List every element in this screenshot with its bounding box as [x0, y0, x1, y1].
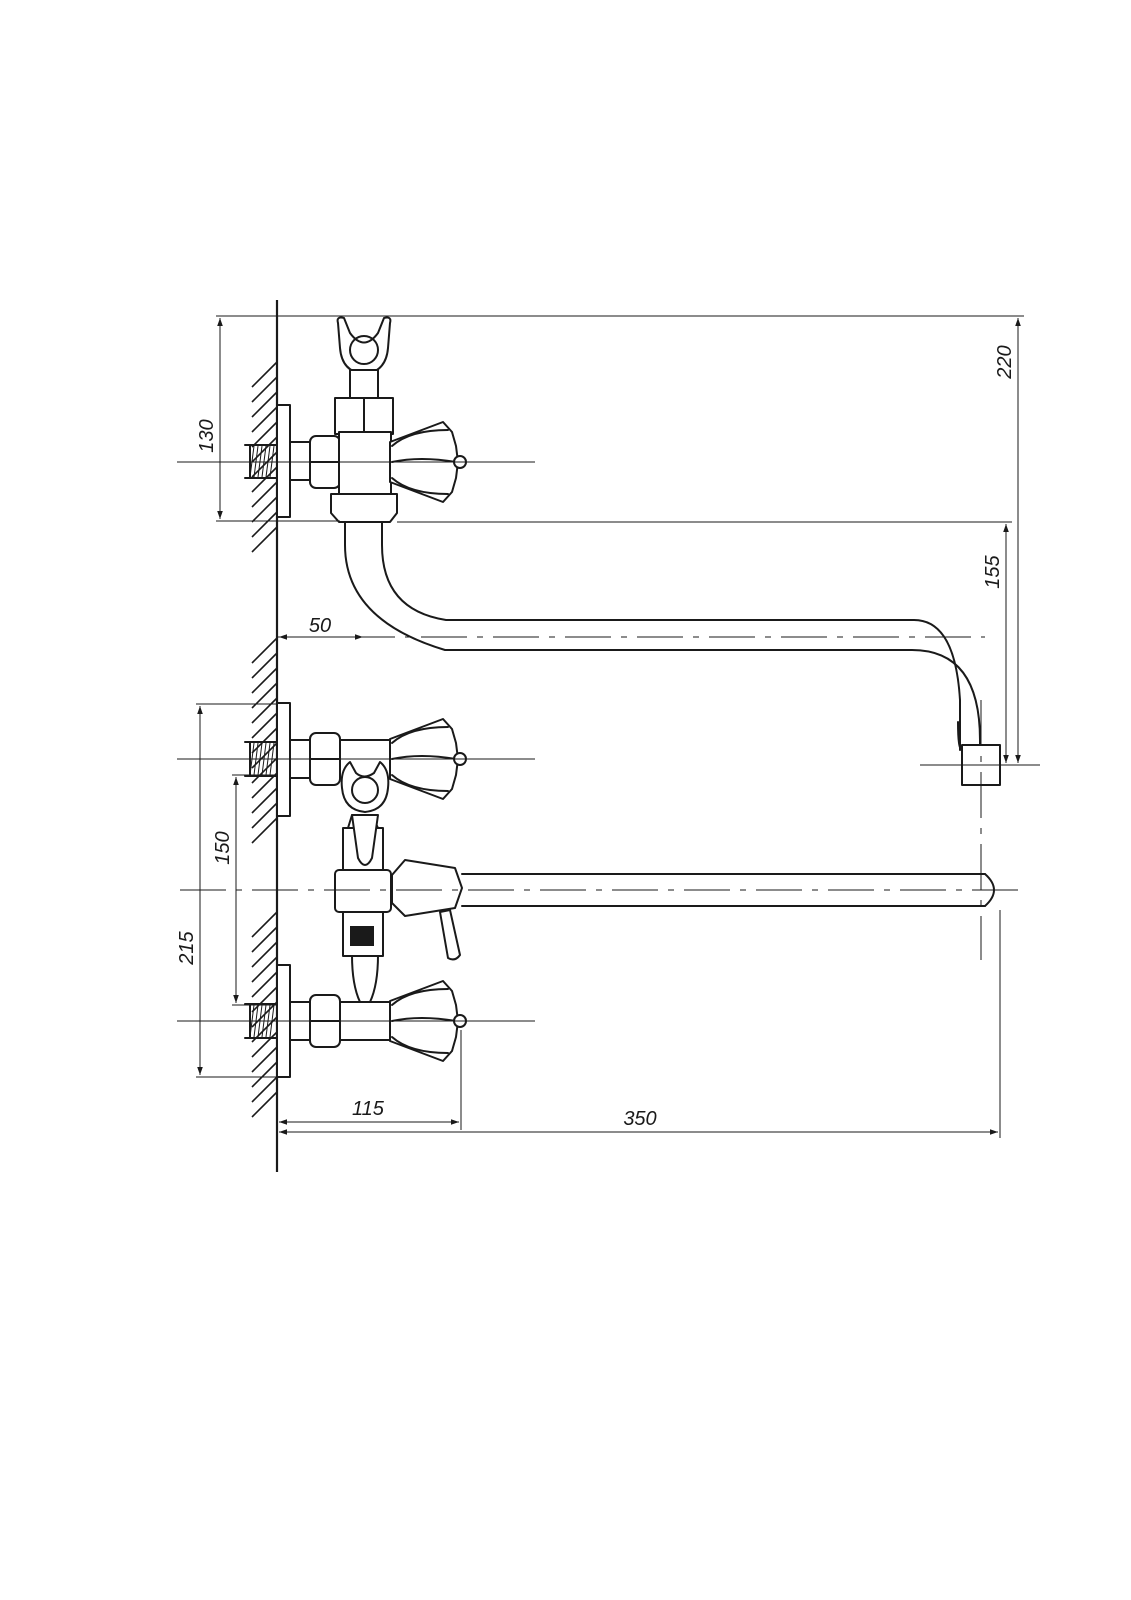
wall-hatch-upper — [251, 361, 278, 553]
dimension-labels: 130 220 155 50 150 215 115 350 — [176, 345, 1016, 1130]
dim-50-label: 50 — [309, 615, 331, 637]
dim-220-label: 220 — [994, 345, 1016, 379]
centerlines — [177, 461, 1040, 1022]
upper-shower-holder — [336, 316, 392, 399]
upper-escutcheon — [276, 404, 291, 518]
dim-150-label: 150 — [212, 831, 234, 864]
dim-130-label: 130 — [196, 419, 218, 452]
diverter-knob[interactable] — [391, 859, 463, 961]
wall-hatch-middle — [251, 637, 278, 844]
upper-valve-body — [330, 397, 398, 523]
upper-connector-pipe — [289, 441, 313, 481]
diverter-insert — [350, 926, 374, 946]
dim-115-label: 115 — [352, 1098, 385, 1120]
upper-mixer-assembly — [244, 316, 1001, 786]
dim-155-label: 155 — [982, 554, 1004, 588]
lower-shower-holder — [340, 761, 390, 866]
dim-215-label: 215 — [176, 930, 198, 965]
wall — [251, 300, 279, 1172]
dim-350-label: 350 — [623, 1108, 656, 1130]
dimension-lines — [196, 315, 1024, 1138]
